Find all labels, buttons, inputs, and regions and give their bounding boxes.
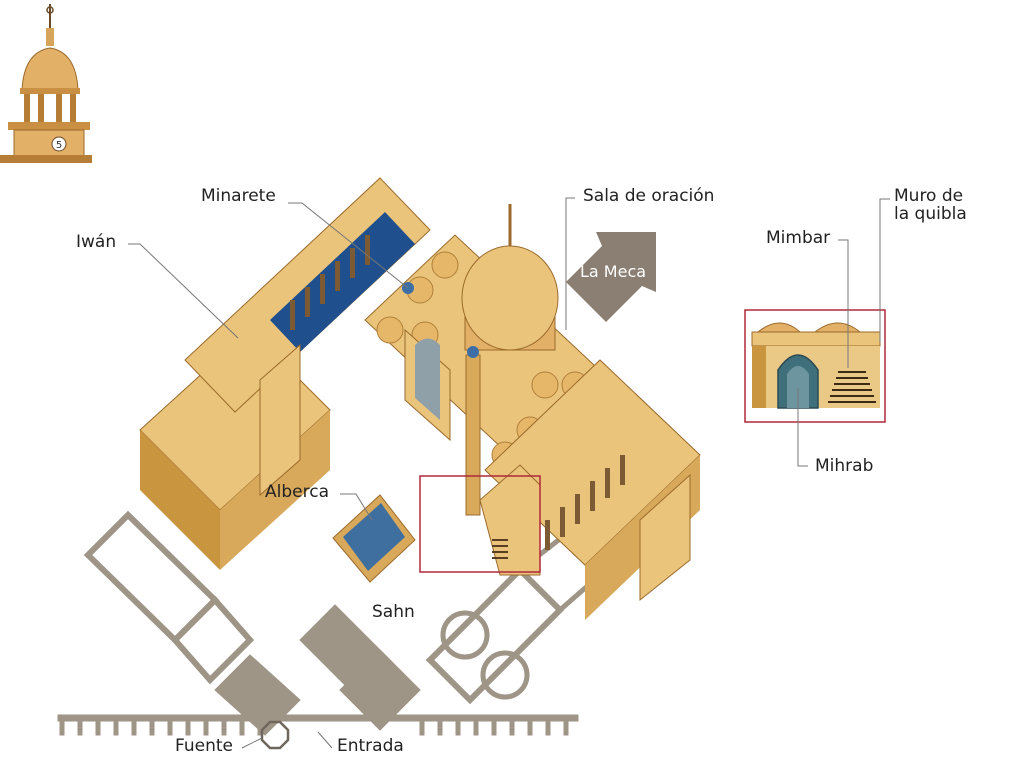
label-minarete: Minarete [201, 186, 276, 206]
label-sala-de-oracion: Sala de oración [583, 186, 715, 206]
label-sahn: Sahn [372, 602, 415, 622]
fountain-octagon [260, 720, 290, 750]
colonnade-pillars [59, 714, 569, 736]
label-muro-de-la-quibla: Muro de la quibla [894, 186, 967, 224]
mihrab-highlight-box [419, 475, 541, 573]
label-entrada: Entrada [337, 736, 404, 756]
page-badge [51, 136, 67, 152]
label-la-meca: La Meca [580, 262, 647, 281]
minaret-thumbnail-icon [0, 4, 92, 163]
label-mimbar: Mimbar [766, 228, 831, 248]
mecca-direction-arrow [566, 232, 656, 322]
label-alberca: Alberca [265, 482, 329, 502]
mosque-building [139, 177, 701, 620]
label-fuente: Fuente [175, 736, 233, 756]
label-mihrab: Mihrab [815, 456, 874, 476]
page-badge-text: 5 [56, 140, 62, 151]
leader-lines [128, 197, 890, 749]
label-iwan: Iwán [76, 232, 117, 252]
qibla-wall-inset [744, 309, 886, 423]
